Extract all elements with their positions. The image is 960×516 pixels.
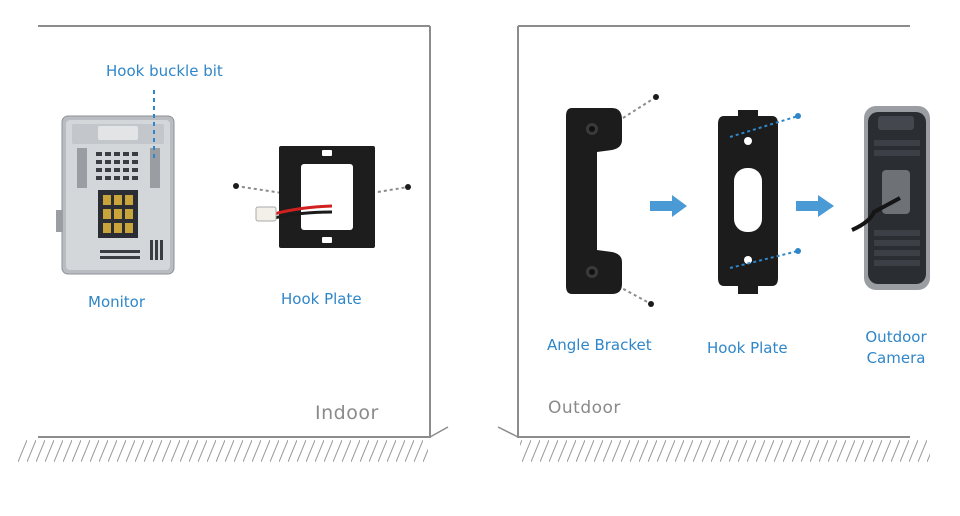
- indoor-room-label: Indoor: [315, 402, 379, 424]
- hook-buckle-label: Hook buckle bit: [106, 62, 223, 80]
- camera-label-line1: Outdoor: [865, 328, 927, 346]
- outdoor-camera-label: Outdoor Camera: [856, 327, 936, 369]
- indoor-hook-plate-label: Hook Plate: [281, 290, 362, 308]
- indoor-hook-plate: [233, 146, 411, 248]
- angle-bracket: [566, 94, 659, 307]
- outdoor-room-label: Outdoor: [548, 398, 621, 418]
- outdoor-floor-hatch: [520, 440, 930, 462]
- outdoor-hook-plate: [718, 110, 801, 294]
- outdoor-hook-plate-label: Hook Plate: [707, 339, 788, 357]
- camera-label-line2: Camera: [866, 349, 926, 367]
- outdoor-camera: [851, 106, 930, 290]
- indoor-floor-hatch: [18, 440, 428, 462]
- arrow-icon: [650, 195, 687, 217]
- monitor-label: Monitor: [88, 293, 146, 311]
- angle-bracket-label: Angle Bracket: [547, 336, 652, 354]
- indoor-room-walls: [38, 25, 449, 438]
- monitor-device: [56, 115, 175, 275]
- arrow-icon: [796, 195, 834, 217]
- outdoor-room-walls: [497, 25, 910, 438]
